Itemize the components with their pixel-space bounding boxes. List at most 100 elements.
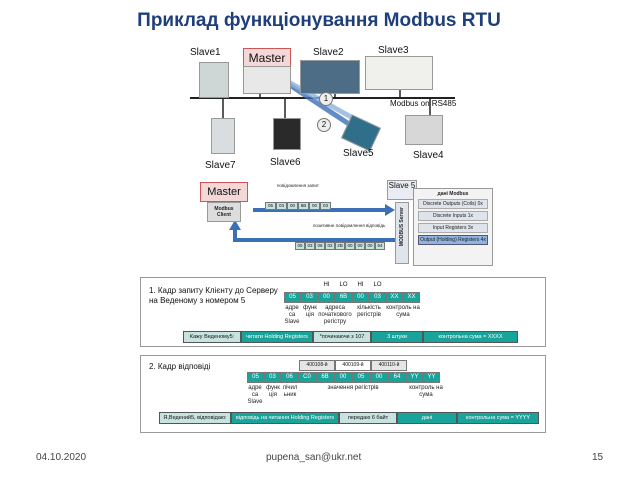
mini-resp-cell: 00	[345, 242, 355, 250]
bar-segment: дані	[397, 412, 457, 424]
hl-label: LO	[373, 282, 382, 288]
slave7-device	[211, 118, 235, 154]
slave7-label: Slave7	[205, 160, 236, 171]
data-block: Discrete Inputs 1x	[418, 211, 488, 221]
register-label: 400110-й	[371, 360, 407, 371]
mini-resp-cell: 64	[375, 242, 385, 250]
mini-req-cell: 03	[320, 202, 331, 210]
request-frame-panel: 1. Кадр запиту Клієнту до Серверу на Вед…	[140, 277, 546, 347]
footer-page-number: 15	[592, 452, 604, 463]
bar-segment: Я,Ведений5, відповідаю:	[159, 412, 231, 424]
mini-resp-cell: 00	[355, 242, 365, 250]
field-label: адреса початкового регістру	[318, 305, 352, 325]
hl-label: LO	[339, 282, 348, 288]
register-label: 400109-й	[335, 360, 371, 371]
request-cells: 05 03 00 6B 00 03 XX XX	[284, 292, 420, 303]
response-cell: YY	[423, 372, 440, 383]
slave5-label: Slave5	[343, 148, 374, 159]
slave3-label: Slave3	[378, 45, 409, 56]
register-label: 400108-й	[299, 360, 335, 371]
modbus-data-panel: дані Modbus Discrete Outputs (Coils) 0x …	[413, 188, 493, 266]
slave4-label: Slave4	[413, 150, 444, 161]
mini-req-cell: 03	[276, 202, 287, 210]
slave2-device	[300, 60, 360, 94]
network-diagram: Slave1 Master Slave2 Slave3 Modbus on RS…	[185, 40, 465, 175]
modbus-server-box: MODBUS Server	[395, 202, 409, 264]
slave6-device	[273, 118, 301, 150]
mini-response-cells: 05 03 06 02 2B 00 00 00 64	[295, 242, 385, 250]
request-cell: 03	[301, 292, 318, 303]
request-cell: 05	[284, 292, 301, 303]
data-block: Output (Holding) Registers 4x	[418, 235, 488, 245]
slave1-label: Slave1	[190, 47, 221, 58]
mini-resp-cell: 00	[365, 242, 375, 250]
slave6-label: Slave6	[270, 157, 301, 168]
field-label: кількість регістрів	[357, 305, 381, 318]
response-cells: 05 03 06 C0 6B 00 05 00 64 YY YY	[247, 372, 440, 383]
bar-segment: передаю 6 байт	[339, 412, 397, 424]
mini-resp-cell: 2B	[335, 242, 345, 250]
bar-segment: відповідь на читання Holding Registers	[231, 412, 339, 424]
data-block: Discrete Outputs (Coils) 0x	[418, 199, 488, 209]
request-cell: 03	[369, 292, 386, 303]
protocol-arrows	[229, 204, 395, 242]
field-label: значення регістрів	[327, 385, 379, 391]
mini-master-label: Master	[200, 182, 248, 202]
response-cell: 64	[388, 372, 406, 383]
request-cell: 00	[352, 292, 369, 303]
bar-segment: контрольна сума = YYYY	[457, 412, 539, 424]
slave4-device	[405, 115, 443, 145]
mini-resp-cell: 03	[305, 242, 315, 250]
modbus-client-box: Modbus Client	[207, 202, 241, 222]
master-device	[243, 66, 291, 94]
footer-date: 04.10.2020	[36, 452, 87, 463]
footer-email: pupena_san@ukr.net	[266, 452, 362, 463]
register-labels: 400108-й 400109-й 400110-й	[299, 360, 407, 371]
hl-label: HI	[357, 282, 364, 288]
response-cell: 00	[334, 372, 352, 383]
slave3-device	[365, 56, 433, 90]
request-frame-title: 1. Кадр запиту Клієнту до Серверу на Вед…	[149, 286, 278, 305]
response-title: позитивне повідомлення відповідь	[313, 223, 386, 228]
mini-req-cell: 05	[265, 202, 276, 210]
hl-label: HI	[323, 282, 330, 288]
bar-segment: читати Holding Registers	[241, 331, 313, 343]
field-label: функ ція	[266, 385, 280, 398]
mini-req-cell: 00	[309, 202, 320, 210]
mini-req-cell: 6B	[298, 202, 309, 210]
modbus-server-label: MODBUS Server	[399, 207, 405, 247]
mini-resp-cell: 05	[295, 242, 305, 250]
protocol-diagram: Master Modbus Client повідомлення запит …	[195, 178, 495, 270]
response-cell: 6B	[316, 372, 334, 383]
request-cell: XX	[386, 292, 403, 303]
master-label: Master	[243, 48, 291, 68]
slave2-label: Slave2	[313, 47, 344, 58]
response-frame-title: 2. Кадр відповіді	[149, 362, 211, 371]
mini-request-cells: 05 03 00 6B 00 03	[265, 202, 331, 210]
step-2-marker: 2	[317, 118, 331, 132]
response-cell: 06	[281, 372, 298, 383]
field-label: функ ція	[303, 305, 317, 318]
bus-label: Modbus on RS485	[390, 99, 457, 108]
response-frame-panel: 2. Кадр відповіді 400108-й 400109-й 4001…	[140, 355, 546, 433]
request-cell: XX	[403, 292, 420, 303]
bar-segment: *починаючи з 107	[313, 331, 371, 343]
field-label: адре са Slave	[247, 385, 263, 405]
data-block: Input Registers 3x	[418, 223, 488, 233]
slide-title: Приклад функціонування Modbus RTU	[137, 10, 501, 31]
bar-segment: Кажу Веденому5:	[183, 331, 241, 343]
response-meaning-bar: Я,Ведений5, відповідаю: відповідь на чит…	[159, 412, 539, 424]
request-cell: 00	[318, 292, 335, 303]
bar-segment: 3 штуки	[371, 331, 423, 343]
step-1-marker: 1	[319, 92, 333, 106]
request-title: повідомлення запит	[277, 183, 319, 188]
field-label: контроль на сума	[409, 385, 443, 398]
response-cell: YY	[406, 372, 423, 383]
response-cell: 03	[264, 372, 281, 383]
field-label: адре са Slave	[284, 305, 300, 325]
mini-req-cell: 00	[287, 202, 298, 210]
mini-resp-cell: 06	[315, 242, 325, 250]
request-hl-row: HI LO HI LO	[318, 281, 386, 292]
slave1-device	[199, 62, 229, 98]
field-label: контроль на сума	[386, 305, 420, 318]
